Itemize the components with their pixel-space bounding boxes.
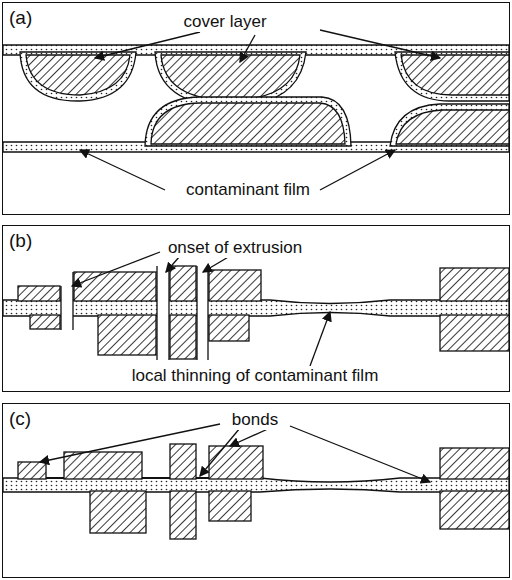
callout-label: cover layer [181,12,268,32]
callout-label: local thinning of contaminant film [130,366,381,386]
panel-tag: (a) [9,7,32,29]
callout-label: onset of extrusion [166,238,304,258]
panel-tag: (c) [9,408,31,430]
panel-tag: (b) [9,230,32,252]
callout-label: contaminant film [184,180,312,200]
callout-label: bonds [230,410,280,430]
